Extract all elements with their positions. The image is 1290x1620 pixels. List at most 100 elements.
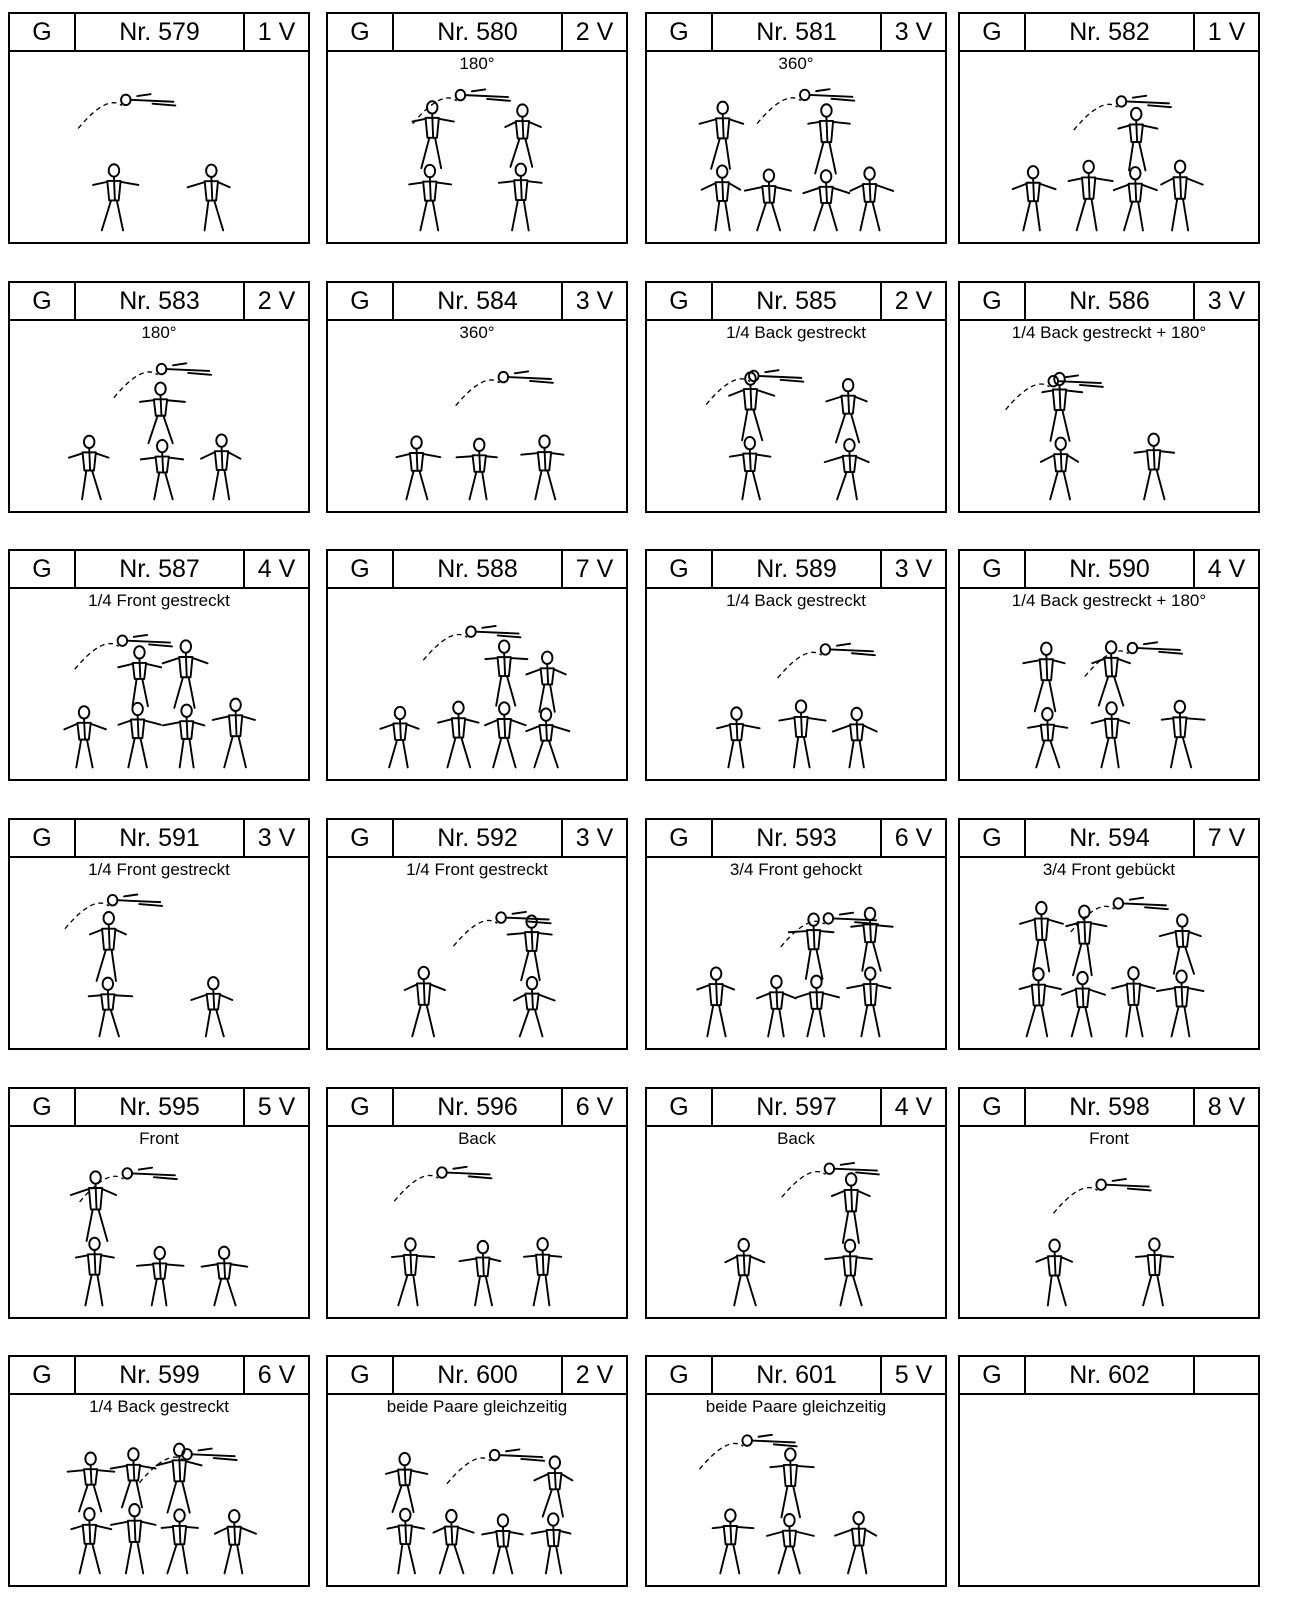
difficulty-value: 6 V — [563, 1089, 626, 1125]
acrobatics-figure-illustration — [978, 76, 1240, 238]
element-number: Nr. 594 — [1026, 820, 1195, 856]
difficulty-value: 2 V — [563, 1357, 626, 1393]
group-label: G — [647, 1089, 713, 1125]
group-label: G — [328, 551, 394, 587]
difficulty-value: 1 V — [1195, 14, 1258, 50]
difficulty-value: 7 V — [563, 551, 626, 587]
difficulty-value: 3 V — [245, 820, 308, 856]
element-number: Nr. 602 — [1026, 1357, 1195, 1393]
element-caption: 1/4 Back gestreckt — [647, 591, 945, 611]
element-number: Nr. 589 — [713, 551, 882, 587]
element-number: Nr. 600 — [394, 1357, 563, 1393]
element-caption: Front — [10, 1129, 308, 1149]
difficulty-value: 3 V — [1195, 283, 1258, 319]
acrobatics-figure-illustration — [978, 1419, 1240, 1581]
group-label: G — [10, 14, 76, 50]
element-number: Nr. 593 — [713, 820, 882, 856]
group-label: G — [647, 820, 713, 856]
element-caption: beide Paare gleichzeitig — [647, 1397, 945, 1417]
group-label: G — [960, 14, 1026, 50]
acrobatics-figure-illustration — [665, 345, 927, 507]
group-label: G — [10, 283, 76, 319]
element-number: Nr. 590 — [1026, 551, 1195, 587]
element-caption: 360° — [647, 54, 945, 74]
group-label: G — [10, 820, 76, 856]
group-label: G — [647, 283, 713, 319]
difficulty-value: 2 V — [245, 283, 308, 319]
element-number: Nr. 583 — [76, 283, 245, 319]
acrobatics-figure-illustration — [665, 76, 927, 238]
acrobatics-figure-illustration — [346, 613, 608, 775]
difficulty-value — [1195, 1357, 1258, 1393]
element-number: Nr. 581 — [713, 14, 882, 50]
difficulty-value: 5 V — [882, 1357, 945, 1393]
element-caption: 1/4 Back gestreckt + 180° — [960, 591, 1258, 611]
difficulty-value: 7 V — [1195, 820, 1258, 856]
acrobatics-figure-illustration — [346, 882, 608, 1044]
group-label: G — [960, 1357, 1026, 1393]
group-label: G — [647, 14, 713, 50]
element-caption: 1/4 Back gestreckt + 180° — [960, 323, 1258, 343]
acrobatics-figure-illustration — [665, 613, 927, 775]
group-label: G — [328, 1089, 394, 1125]
element-caption: Back — [647, 1129, 945, 1149]
group-label: G — [647, 551, 713, 587]
acrobatics-figure-illustration — [346, 1151, 608, 1313]
element-number: Nr. 596 — [394, 1089, 563, 1125]
group-label: G — [647, 1357, 713, 1393]
acrobatics-figure-illustration — [978, 613, 1240, 775]
element-caption: Front — [960, 1129, 1258, 1149]
element-number: Nr. 584 — [394, 283, 563, 319]
acrobatics-figure-illustration — [28, 345, 290, 507]
acrobatics-figure-illustration — [346, 76, 608, 238]
difficulty-value: 2 V — [563, 14, 626, 50]
acrobatics-figure-illustration — [28, 76, 290, 238]
element-number: Nr. 587 — [76, 551, 245, 587]
acrobatics-figure-illustration — [28, 1419, 290, 1581]
difficulty-value: 3 V — [882, 14, 945, 50]
difficulty-value: 4 V — [882, 1089, 945, 1125]
acrobatics-figure-illustration — [978, 882, 1240, 1044]
acrobatics-figure-illustration — [665, 1419, 927, 1581]
element-number: Nr. 579 — [76, 14, 245, 50]
acrobatics-figure-illustration — [346, 1419, 608, 1581]
group-label: G — [328, 283, 394, 319]
element-caption: 3/4 Front gehockt — [647, 860, 945, 880]
element-number: Nr. 592 — [394, 820, 563, 856]
acrobatics-figure-illustration — [28, 882, 290, 1044]
group-label: G — [960, 1089, 1026, 1125]
difficulty-value: 6 V — [245, 1357, 308, 1393]
